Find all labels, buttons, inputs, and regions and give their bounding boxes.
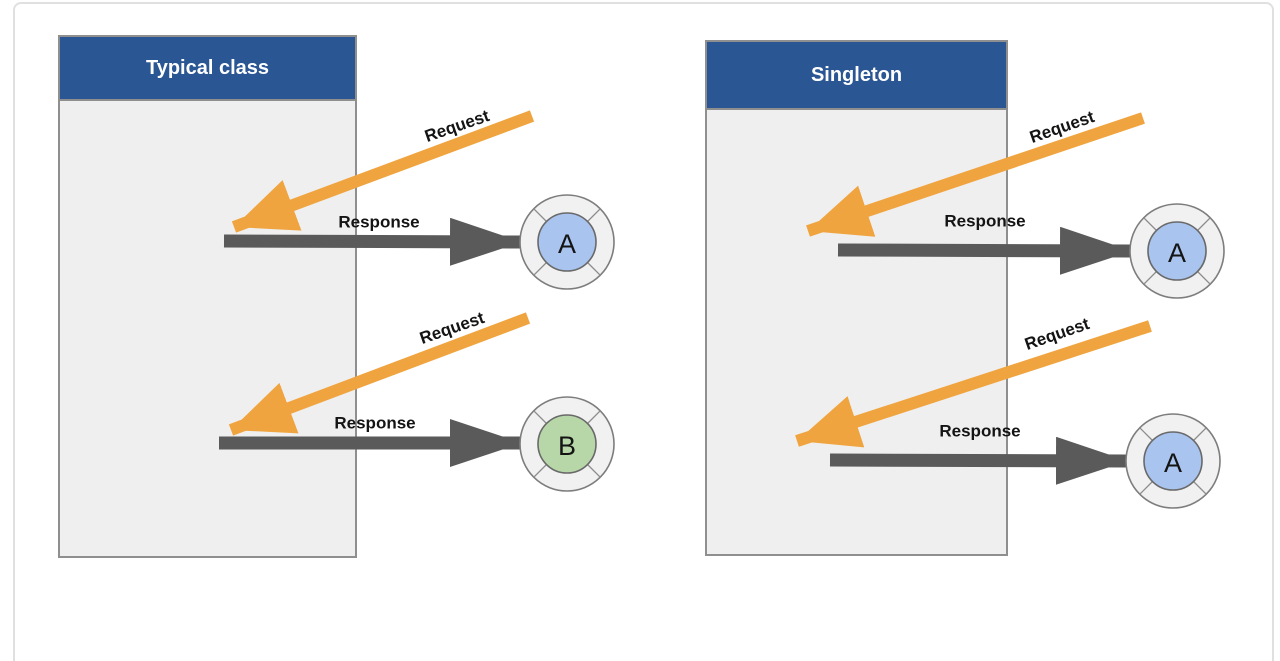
request-arrow: [231, 110, 535, 233]
spoke-icon: [1197, 217, 1211, 231]
instance-lollipop: A: [1129, 203, 1225, 299]
spoke-icon: [1143, 271, 1157, 285]
request-arrow: [806, 112, 1145, 237]
spoke-icon: [1139, 427, 1153, 441]
response-label: Response: [338, 213, 419, 232]
panel-singleton: Singleton: [705, 40, 1008, 556]
instance-letter: A: [1168, 238, 1186, 268]
flow-singleton-1: Request Response A: [806, 107, 1225, 299]
spoke-icon: [533, 208, 547, 222]
panel-title: Typical class: [145, 56, 270, 79]
spoke-icon: [587, 208, 601, 222]
instance-lollipop: B: [519, 396, 615, 492]
spoke-icon: [533, 262, 547, 276]
instance-circle: [537, 414, 597, 474]
instance-circle: [1143, 431, 1203, 491]
panel-title: Singleton: [810, 63, 903, 86]
instance-circle: [1147, 221, 1207, 281]
spoke-icon: [1193, 427, 1207, 441]
spoke-icon: [1139, 481, 1153, 495]
spoke-icon: [1193, 481, 1207, 495]
flow-singleton-2: Request Response A: [795, 314, 1221, 509]
response-label: Response: [939, 422, 1020, 441]
response-label: Response: [944, 212, 1025, 231]
spoke-icon: [587, 410, 601, 424]
instance-letter: A: [558, 229, 576, 259]
request-arrow: [795, 320, 1152, 448]
content-frame: [13, 2, 1274, 661]
panel-typical-class-header: Typical class: [60, 37, 355, 101]
instance-lollipop: A: [519, 194, 615, 290]
spoke-icon: [533, 464, 547, 478]
flow-typical-2: Request Response B: [219, 308, 615, 492]
panel-typical-class: Typical class: [58, 35, 357, 558]
spoke-icon: [587, 464, 601, 478]
instance-letter: B: [558, 431, 576, 461]
panel-singleton-header: Singleton: [707, 42, 1006, 110]
response-arrow: [829, 436, 1128, 485]
spoke-icon: [1143, 217, 1157, 231]
instance-letter: A: [1164, 448, 1182, 478]
instance-lollipop: A: [1125, 413, 1221, 509]
response-arrow: [837, 226, 1132, 275]
spoke-icon: [587, 262, 601, 276]
request-arrow: [228, 312, 531, 436]
spoke-icon: [533, 410, 547, 424]
instance-circle: [537, 212, 597, 272]
flow-typical-1: Request Response A: [223, 106, 615, 290]
response-label: Response: [334, 414, 415, 433]
response-arrow: [223, 217, 522, 266]
spoke-icon: [1197, 271, 1211, 285]
